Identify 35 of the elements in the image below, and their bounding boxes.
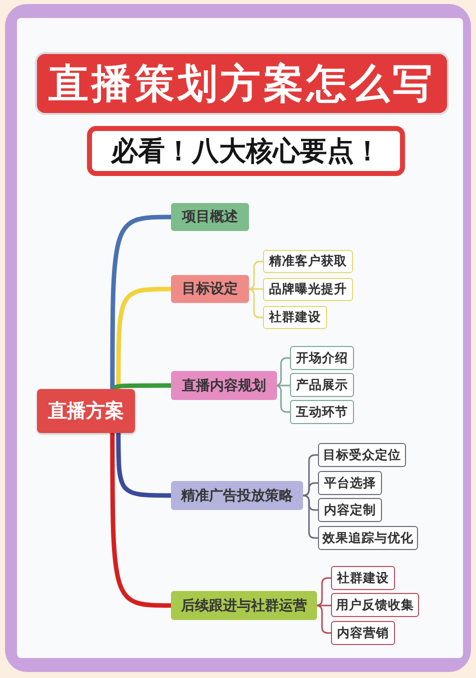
subtitle-banner: 必看！八大核心要点！ xyxy=(87,126,405,176)
subtopic: 产品展示 xyxy=(290,373,354,397)
subtopic: 品牌曝光提升 xyxy=(263,278,353,301)
subtopic: 社群建设 xyxy=(331,566,395,590)
connector-line xyxy=(316,604,332,606)
connector-line xyxy=(315,577,332,606)
subtopic: 用户反馈收集 xyxy=(331,593,419,617)
branch-curve xyxy=(110,430,174,608)
connector-line xyxy=(302,482,319,496)
subtopic: 平台选择 xyxy=(318,471,382,495)
connector-line xyxy=(302,494,319,539)
subtopic: 开场介绍 xyxy=(290,346,354,370)
central-topic: 直播方案 xyxy=(37,389,135,433)
subtopic: 内容营销 xyxy=(331,621,395,645)
branch-curve xyxy=(110,214,174,392)
branch-curve xyxy=(113,383,174,392)
connector-line xyxy=(276,384,291,386)
main-topic: 后续跟进与社群运营 xyxy=(171,591,317,620)
subtopic: 目标受众定位 xyxy=(318,443,406,467)
branch-curve xyxy=(116,286,174,392)
main-topic: 精准广告投放策略 xyxy=(171,481,303,510)
title-banner: 直播策划方案怎么写 xyxy=(37,54,447,113)
connector-line xyxy=(315,604,332,634)
main-topic: 直播内容规划 xyxy=(171,371,277,400)
branch-curve xyxy=(116,430,174,498)
connector-line xyxy=(247,260,264,290)
main-topic: 项目概述 xyxy=(171,203,249,231)
subtopic: 效果追踪与优化 xyxy=(318,526,418,550)
subtopic: 内容定制 xyxy=(318,498,382,522)
connector-line xyxy=(248,288,264,290)
main-topic: 目标设定 xyxy=(171,275,249,303)
subtopic: 社群建设 xyxy=(263,306,327,329)
subtopic: 精准客户获取 xyxy=(263,250,353,273)
connector-line xyxy=(247,288,264,318)
subtopic: 互动环节 xyxy=(290,400,354,424)
